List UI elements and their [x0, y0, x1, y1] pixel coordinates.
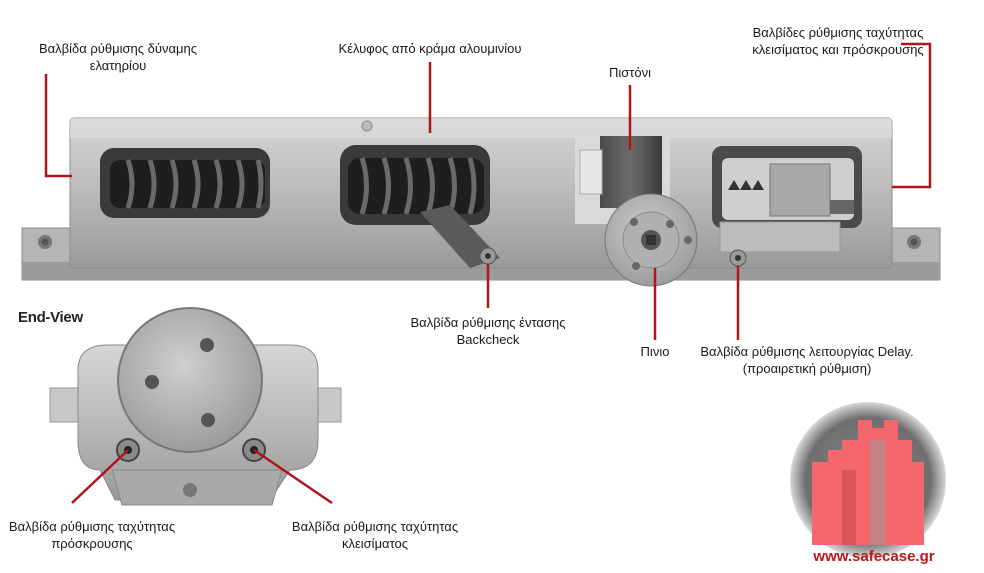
leader-speed-valves: [892, 42, 932, 189]
pinion: [604, 193, 698, 287]
leader-impact: [71, 449, 129, 504]
label-impact-valve: Βαλβίδα ρύθμισης ταχύτητας πρόσκρουσης: [8, 519, 176, 551]
logo-tower-icon: [812, 420, 924, 545]
label-backcheck-valve: Βαλβίδα ρύθμισης έντασης Backcheck: [410, 315, 566, 347]
leader-lines: [44, 42, 932, 505]
brand-url[interactable]: www.safecase.gr: [813, 548, 935, 565]
label-spring-valve: Βαλβίδα ρύθμισης δύναμης ελατηρίου: [38, 41, 197, 73]
leader-closing: [253, 448, 333, 505]
backcheck-arm: [420, 205, 500, 268]
housing-screw: [361, 120, 373, 132]
end-view-title: End-View: [18, 309, 83, 326]
label-closing-valve: Βαλβίδα ρύθμισης ταχύτητας κλεισίματος: [291, 519, 459, 551]
label-housing: Κέλυφος από κράμα αλουμινίου: [338, 41, 522, 56]
label-delay-valve: Βαλβίδα ρύθμισης λειτουργίας Delay. (προ…: [700, 344, 914, 376]
spring-middle: [348, 157, 484, 215]
rack-teeth: [728, 180, 764, 190]
end-view: [49, 307, 342, 506]
label-piston: Πιστόνι: [608, 65, 652, 80]
closer-body: [21, 117, 941, 287]
label-pinion: Πινιο: [640, 344, 670, 359]
end-view-disc: [117, 307, 263, 453]
leader-spring-valve: [44, 74, 72, 178]
label-speed-valves: Βαλβίδες ρύθμισης ταχύτητας κλεισίματος …: [752, 25, 924, 57]
safecase-logo: [790, 402, 946, 558]
spring-left: [110, 159, 265, 209]
